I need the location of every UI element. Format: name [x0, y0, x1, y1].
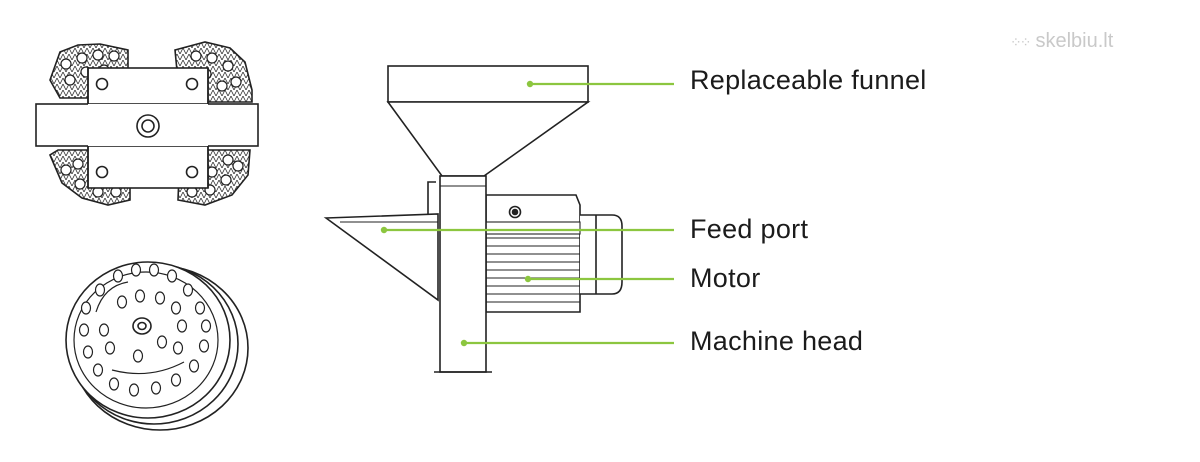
- motor-housing: [485, 194, 623, 313]
- label-machine-head: Machine head: [690, 326, 864, 356]
- watermark-text: skelbiu.lt: [1035, 30, 1114, 52]
- leader-funnel: [526, 80, 674, 88]
- leader-machine-head: [460, 339, 674, 347]
- cutter-blade: [35, 41, 259, 206]
- grinder-machine: [323, 65, 623, 373]
- leader-lines: [380, 80, 674, 347]
- leader-feed-port: [380, 226, 674, 234]
- label-replaceable-funnel: Replaceable funnel: [690, 65, 927, 95]
- sieve-disc: [65, 261, 249, 431]
- funnel-cone: [386, 101, 591, 177]
- label-motor: Motor: [690, 263, 761, 293]
- leader-motor: [524, 275, 674, 283]
- feed-tray: [323, 213, 439, 302]
- watermark-dots-icon: ⁘⁘: [1010, 34, 1032, 50]
- watermark: ⁘⁘skelbiu.lt: [1010, 30, 1113, 53]
- label-feed-port: Feed port: [690, 214, 809, 244]
